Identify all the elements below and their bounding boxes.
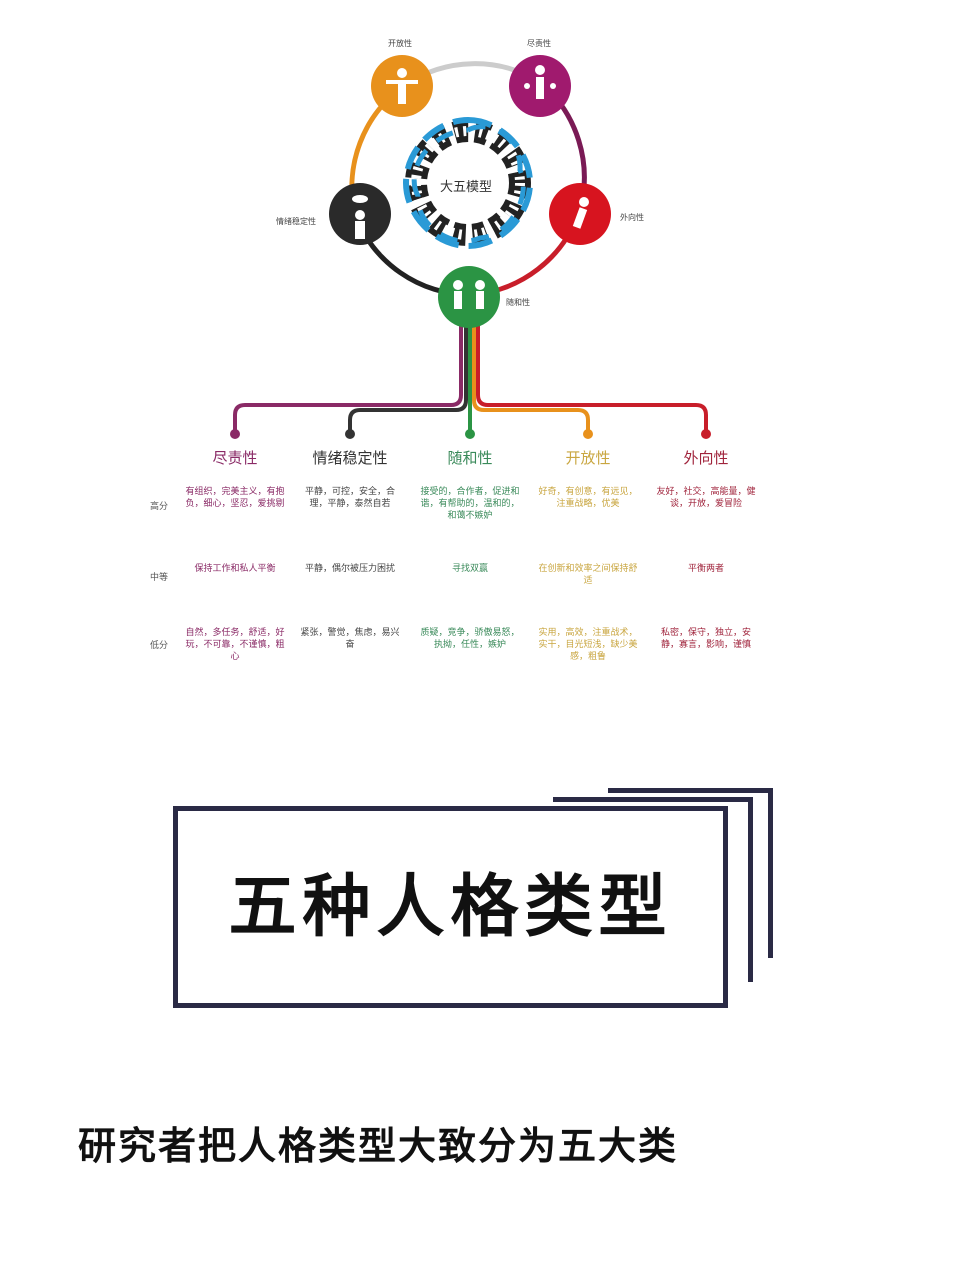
row-label-high: 高分	[149, 502, 168, 512]
node-label-extraversion: 外向性	[620, 213, 644, 222]
caption-text: 研究者把人格类型大致分为五大类	[78, 1123, 679, 1168]
node-label-agreeableness: 随和性	[506, 298, 530, 307]
cell-low-extraversion: 私密，保守，独立，安静，寡言，影响，谨慎	[660, 628, 751, 650]
big-five-diagram	[230, 55, 711, 439]
cell-mid-neuroticism: 平静，偶尔被压力困扰	[304, 564, 395, 574]
cell-high-neuroticism: 平静，可控，安全，合理，平静，泰然自若	[304, 487, 395, 509]
col-header-neuroticism: 情绪稳定性	[312, 449, 388, 467]
cell-low-conscientiousness: 自然，多任务，舒适，好玩，不可靠，不谨慎，粗心	[185, 628, 285, 662]
cell-high-conscientiousness: 有组织，完美主义，有抱负，细心，坚忍，爱挑剔	[185, 487, 285, 509]
cell-low-neuroticism: 紧张，警觉，焦虑，易兴奋	[300, 628, 400, 650]
cell-high-agreeableness: 接受的，合作者，促进和谐，有帮助的，温和的，和蔼不嫉妒	[420, 487, 520, 521]
dna-helix-ring-icon	[402, 117, 534, 250]
banner-box: 五种人格类型	[173, 806, 728, 1008]
cell-high-extraversion: 友好，社交，高能量，健谈，开放，爱冒险	[656, 487, 756, 509]
cell-mid-conscientiousness: 保持工作和私人平衡	[194, 564, 276, 574]
node-label-neuroticism: 情绪稳定性	[276, 217, 316, 226]
banner-title: 五种人格类型	[228, 867, 673, 947]
cell-mid-extraversion: 平衡两者	[687, 564, 724, 574]
cell-mid-agreeableness: 寻找双赢	[451, 564, 488, 574]
diagram-center-label: 大五模型	[440, 180, 493, 195]
col-header-extraversion: 外向性	[683, 449, 729, 467]
col-header-openness: 开放性	[565, 449, 611, 467]
node-label-openness: 开放性	[388, 39, 412, 48]
cell-high-openness: 好奇，有创意，有远见，注重战略，优美	[538, 487, 638, 509]
cell-mid-openness: 在创新和效率之间保持舒适	[538, 564, 638, 586]
cell-low-openness: 实用，高效，注重战术，实干，目光短浅，缺少美感，粗鲁	[538, 628, 638, 662]
banner-back-frame-1	[553, 797, 753, 982]
col-header-agreeableness: 随和性	[447, 449, 493, 467]
node-label-conscientiousness: 尽责性	[527, 39, 551, 48]
banner-back-frame-2	[608, 788, 773, 958]
row-label-low: 低分	[149, 641, 168, 651]
row-label-mid: 中等	[149, 573, 168, 583]
col-header-conscientiousness: 尽责性	[212, 449, 258, 467]
cell-low-agreeableness: 质疑，竞争，骄傲易怒，执拗，任性，嫉妒	[420, 628, 520, 650]
